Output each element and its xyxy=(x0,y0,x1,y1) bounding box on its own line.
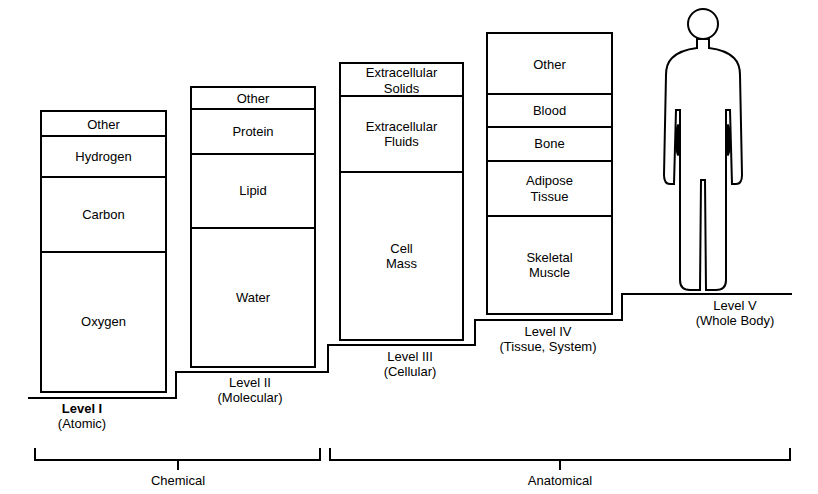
component-label: Other xyxy=(87,117,120,132)
composition-box: Blood xyxy=(486,93,613,128)
group-label: Anatomical xyxy=(528,474,592,489)
component-label: Skeletal Muscle xyxy=(526,250,572,281)
level-label: Level I xyxy=(62,402,102,417)
component-label: Bone xyxy=(534,136,564,151)
composition-box: Extracellular Solids xyxy=(339,62,464,99)
composition-box: Other xyxy=(486,32,613,97)
level-label: (Molecular) xyxy=(217,391,282,406)
composition-box: Bone xyxy=(486,126,613,162)
component-label: Other xyxy=(237,91,270,106)
group-label: Chemical xyxy=(151,474,205,489)
composition-box: Skeletal Muscle xyxy=(486,215,613,315)
level-label: (Whole Body) xyxy=(696,314,775,329)
human-figure xyxy=(664,9,742,290)
composition-box: Lipid xyxy=(190,153,316,229)
component-label: Adipose Tissue xyxy=(526,173,573,204)
level-label: (Cellular) xyxy=(384,365,437,380)
component-label: Extracellular Solids xyxy=(366,65,438,96)
composition-box: Oxygen xyxy=(40,251,167,393)
composition-box: Adipose Tissue xyxy=(486,160,613,217)
chemical-bracket xyxy=(35,448,320,470)
component-label: Hydrogen xyxy=(75,149,131,164)
component-label: Cell Mass xyxy=(386,241,417,272)
component-label: Blood xyxy=(533,103,566,118)
composition-box: Water xyxy=(190,227,316,368)
level-label: (Atomic) xyxy=(58,417,106,432)
component-label: Carbon xyxy=(82,207,125,222)
composition-box: Hydrogen xyxy=(40,135,167,178)
level-label: Level III xyxy=(387,350,433,365)
level-label: Level II xyxy=(229,376,271,391)
level-label: Level V xyxy=(713,299,756,314)
figure-mark xyxy=(675,124,681,156)
component-label: Protein xyxy=(232,124,273,139)
composition-box: Cell Mass xyxy=(339,171,464,341)
figure-mark xyxy=(725,124,731,156)
component-label: Water xyxy=(236,290,270,305)
component-label: Other xyxy=(533,57,566,72)
component-label: Lipid xyxy=(239,183,266,198)
composition-box: Protein xyxy=(190,108,316,155)
composition-box: Extracellular Fluids xyxy=(339,95,464,173)
figure-head xyxy=(688,9,718,39)
level-label: Level IV xyxy=(525,325,572,340)
level-label: (Tissue, System) xyxy=(499,340,596,355)
figure-body xyxy=(664,39,742,290)
component-label: Oxygen xyxy=(81,314,126,329)
component-label: Extracellular Fluids xyxy=(366,119,438,150)
composition-box: Carbon xyxy=(40,176,167,253)
anatomical-bracket xyxy=(330,448,790,470)
